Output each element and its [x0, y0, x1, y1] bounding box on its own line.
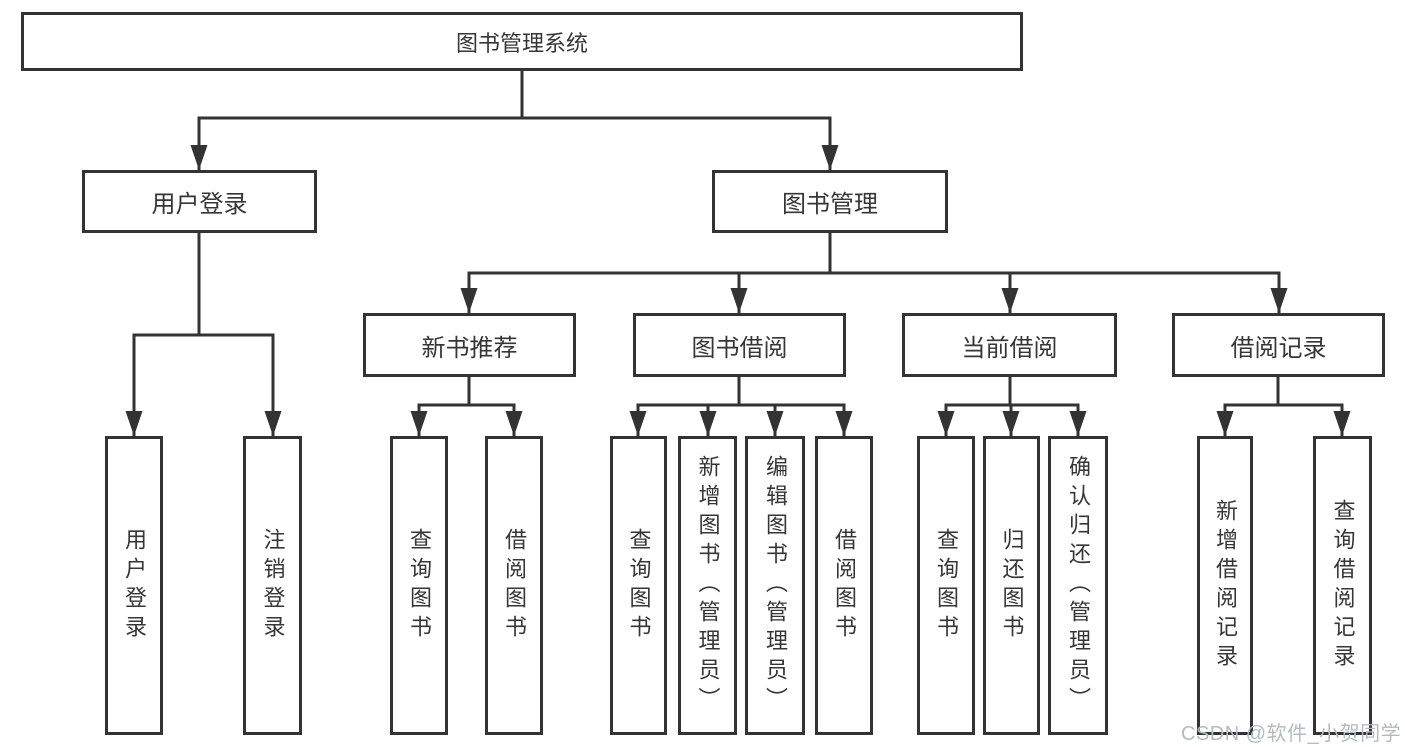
node-label: 编辑图书（管理员） [763, 455, 788, 716]
leaf-query-books-recommend: 查询图书 [390, 436, 448, 735]
node-label: 新增图书（管理员） [695, 455, 721, 716]
node-label: 图书管理系统 [455, 30, 588, 56]
node-library-management-system: 图书管理系统 [21, 12, 1023, 71]
leaf-add-borrow-record: 新增借阅记录 [1197, 436, 1253, 735]
node-label: 新增借阅记录 [1213, 498, 1238, 673]
leaf-query-books-current: 查询图书 [917, 436, 975, 735]
node-label: 查询图书 [626, 527, 652, 644]
leaf-borrow-books-recommend: 借阅图书 [485, 436, 543, 735]
node-book-borrow: 图书借阅 [633, 313, 846, 377]
csdn-watermark: CSDN @软件_小贺同学 [1181, 723, 1402, 745]
leaf-edit-book-admin: 编辑图书（管理员） [745, 436, 805, 735]
node-label: 借阅记录 [1230, 334, 1327, 362]
node-borrow-records: 借阅记录 [1172, 313, 1385, 377]
leaf-return-book: 归还图书 [983, 436, 1040, 735]
node-label: 新书推荐 [421, 334, 518, 362]
node-label: 查询图书 [934, 527, 959, 644]
node-current-borrow: 当前借阅 [902, 313, 1117, 377]
leaf-add-book-admin: 新增图书（管理员） [678, 436, 737, 735]
node-label: 借阅图书 [502, 527, 527, 644]
leaf-confirm-return-admin: 确认归还（管理员） [1048, 436, 1108, 735]
node-new-book-recommend: 新书推荐 [363, 313, 576, 377]
node-label: 用户登录 [151, 191, 248, 218]
leaf-query-books-borrow: 查询图书 [610, 436, 667, 735]
node-label: 注销登录 [260, 527, 286, 644]
leaf-borrow-books: 借阅图书 [815, 436, 873, 735]
node-book-management: 图书管理 [712, 170, 948, 233]
leaf-query-borrow-record: 查询借阅记录 [1313, 436, 1372, 735]
node-label: 图书借阅 [691, 334, 788, 362]
node-label: 查询图书 [407, 527, 432, 644]
node-label: 借阅图书 [832, 527, 857, 644]
node-label: 确认归还（管理员） [1066, 455, 1091, 716]
node-label: 当前借阅 [961, 334, 1058, 362]
node-label: 图书管理 [782, 191, 878, 218]
node-label: 归还图书 [999, 527, 1025, 644]
leaf-user-login: 用户登录 [105, 436, 163, 735]
node-label: 用户登录 [122, 527, 147, 644]
node-label: 查询借阅记录 [1330, 498, 1356, 673]
node-user-login: 用户登录 [82, 170, 317, 233]
leaf-logout: 注销登录 [243, 436, 302, 735]
